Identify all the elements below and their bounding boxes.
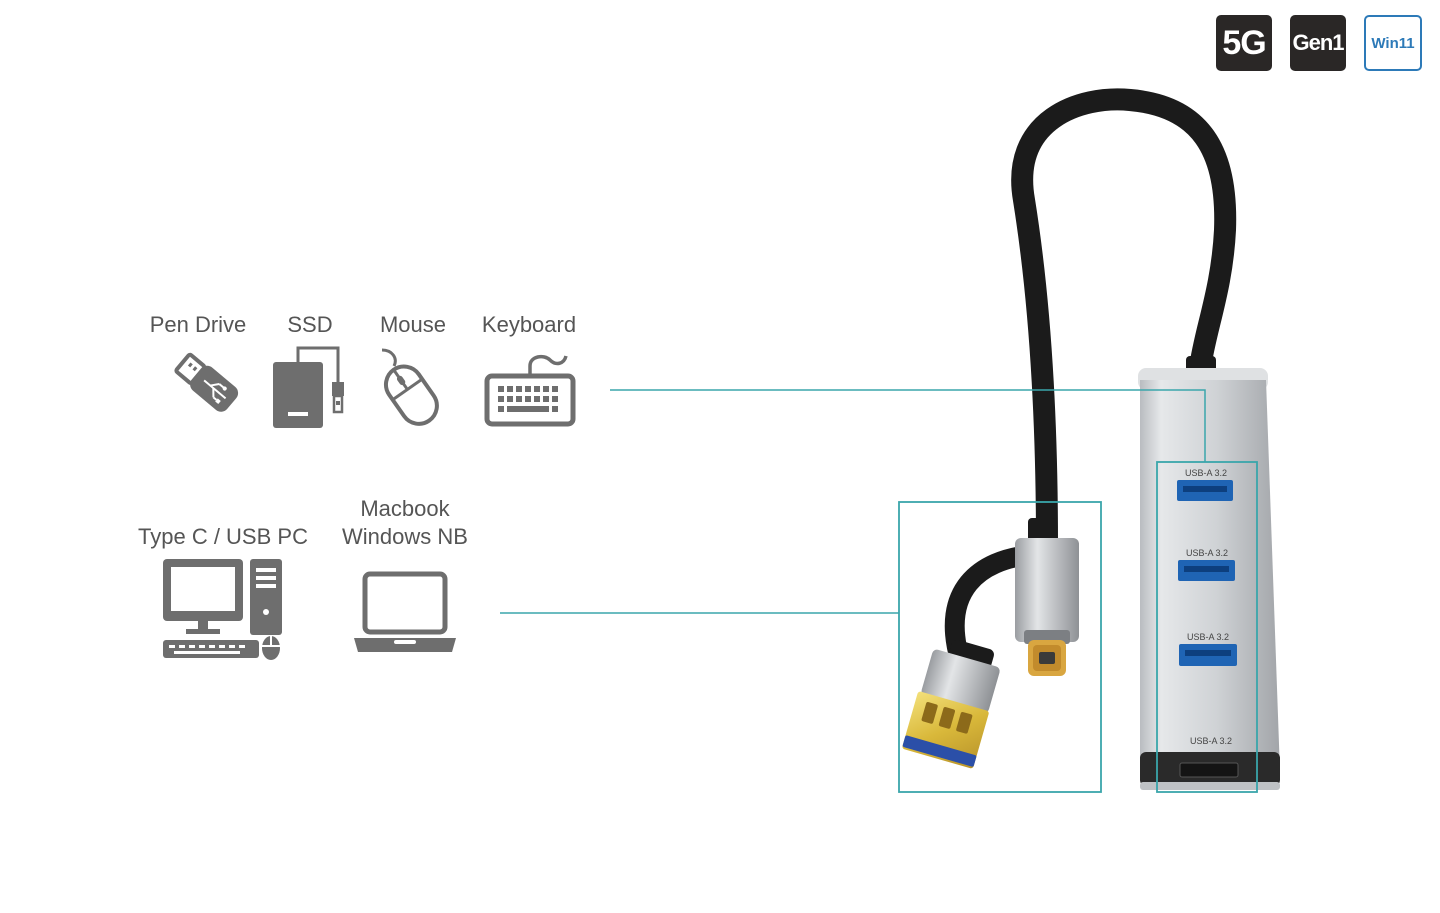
usb-a-port-4: USB-A 3.2 — [1179, 736, 1239, 778]
mouse-icon — [381, 348, 439, 426]
usb-a-port-3: USB-A 3.2 — [1179, 632, 1237, 666]
usb-c-plug — [1015, 518, 1079, 676]
speed-5g-badge: 5G — [1216, 15, 1272, 71]
port-1-label: USB-A 3.2 — [1185, 468, 1227, 478]
hub-ports-highlight-box — [1156, 461, 1258, 793]
external-ssd-icon — [273, 346, 344, 428]
port-2-label: USB-A 3.2 — [1186, 548, 1228, 558]
callout-peripherals-line — [610, 389, 1206, 462]
main-cable — [1011, 88, 1237, 556]
mouse-label: Mouse — [379, 312, 447, 337]
port-4-label: USB-A 3.2 — [1190, 736, 1232, 746]
usb-a-plug — [902, 639, 1000, 769]
gen1-badge: Gen1 — [1290, 15, 1346, 71]
pen-drive-label: Pen Drive — [149, 312, 247, 337]
usb-a-port-2: USB-A 3.2 — [1178, 548, 1235, 581]
port-3-label: USB-A 3.2 — [1187, 632, 1229, 642]
laptop-label-line1: Macbook — [360, 496, 450, 521]
laptop-icon — [354, 571, 456, 652]
plugs-highlight-box — [898, 501, 1102, 793]
usb-a-port-1: USB-A 3.2 — [1177, 468, 1233, 501]
laptop-label-line2: Windows NB — [342, 524, 468, 549]
keyboard-icon — [484, 354, 576, 427]
win11-badge: Win11 — [1364, 15, 1422, 71]
desktop-pc-label: Type C / USB PC — [138, 524, 308, 549]
keyboard-label: Keyboard — [481, 312, 577, 337]
split-cable — [944, 545, 1040, 670]
desktop-pc-icon — [163, 559, 282, 660]
usb-flash-drive-icon — [174, 352, 239, 412]
ssd-label: SSD — [287, 312, 333, 337]
